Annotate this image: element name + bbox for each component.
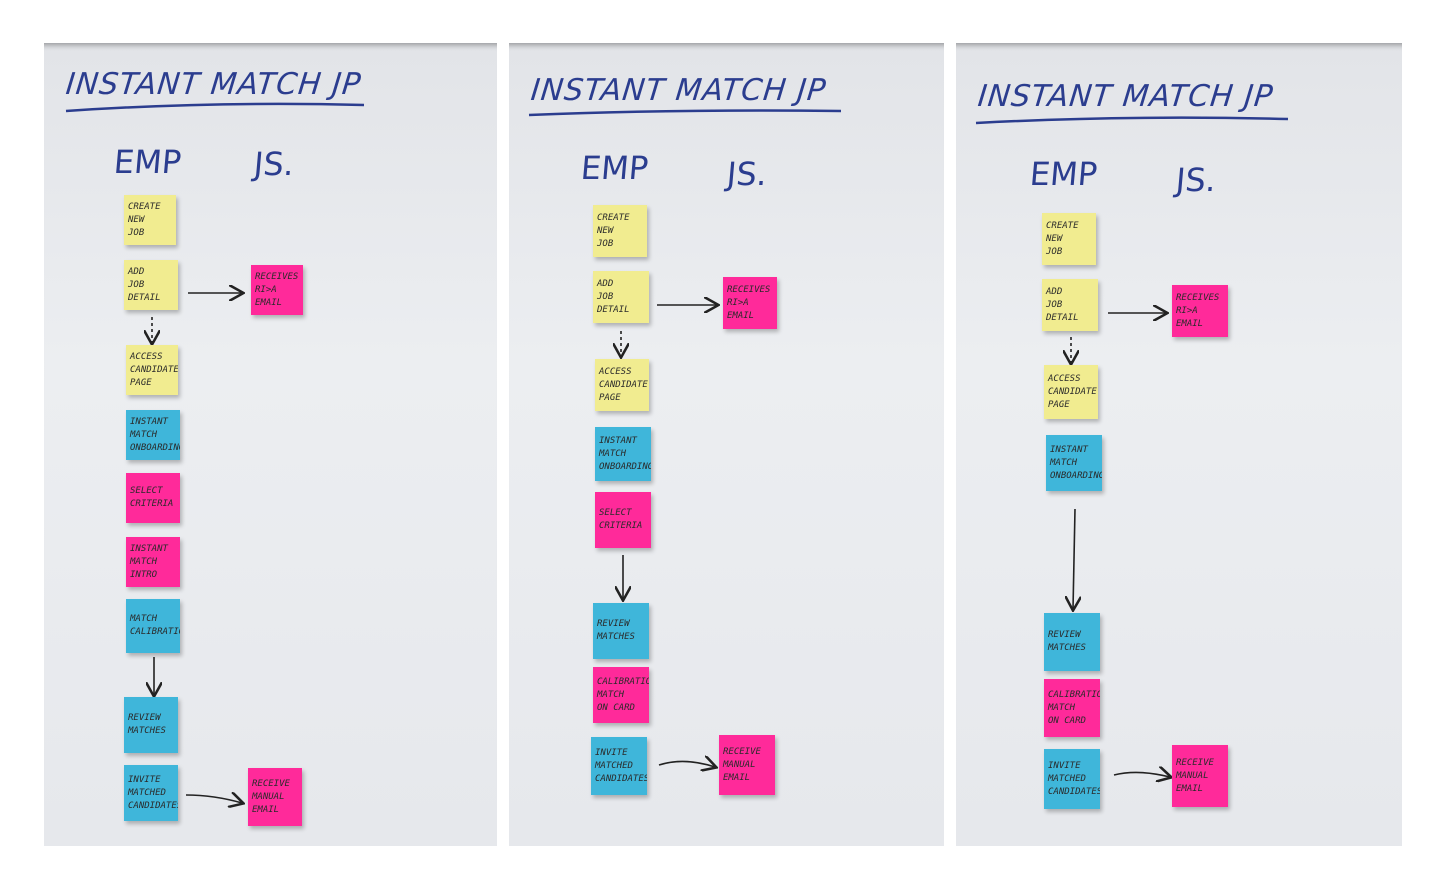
- sticky-note-calibration-match-on-card: CALIBRATIONMATCHON CARD: [593, 667, 649, 723]
- board-title: INSTANT MATCH JP: [64, 67, 364, 102]
- sticky-note-calibration-match-on-card: CALIBRATIONMATCHON CARD: [1044, 679, 1100, 737]
- sticky-note-match-calibration: MATCHCALIBRATION: [126, 599, 180, 653]
- arrows-and-underline: [975, 116, 1289, 846]
- emp-column-label: EMP: [579, 149, 650, 187]
- arrows-and-underline: [528, 109, 842, 846]
- board-title: INSTANT MATCH JP: [976, 79, 1276, 114]
- emp-column-label: EMP: [1028, 155, 1099, 193]
- arrow-right: [658, 761, 715, 767]
- board-title: INSTANT MATCH JP: [529, 73, 829, 108]
- arrow-right: [185, 795, 242, 803]
- arrow-right: [1113, 772, 1170, 777]
- js-column-label: JS.: [252, 145, 296, 183]
- emp-column-label: EMP: [112, 143, 183, 181]
- arrow-down: [1073, 508, 1075, 609]
- arrows-and-underline: [65, 102, 365, 846]
- js-column-label: JS.: [725, 155, 769, 193]
- js-column-label: JS.: [1174, 161, 1218, 199]
